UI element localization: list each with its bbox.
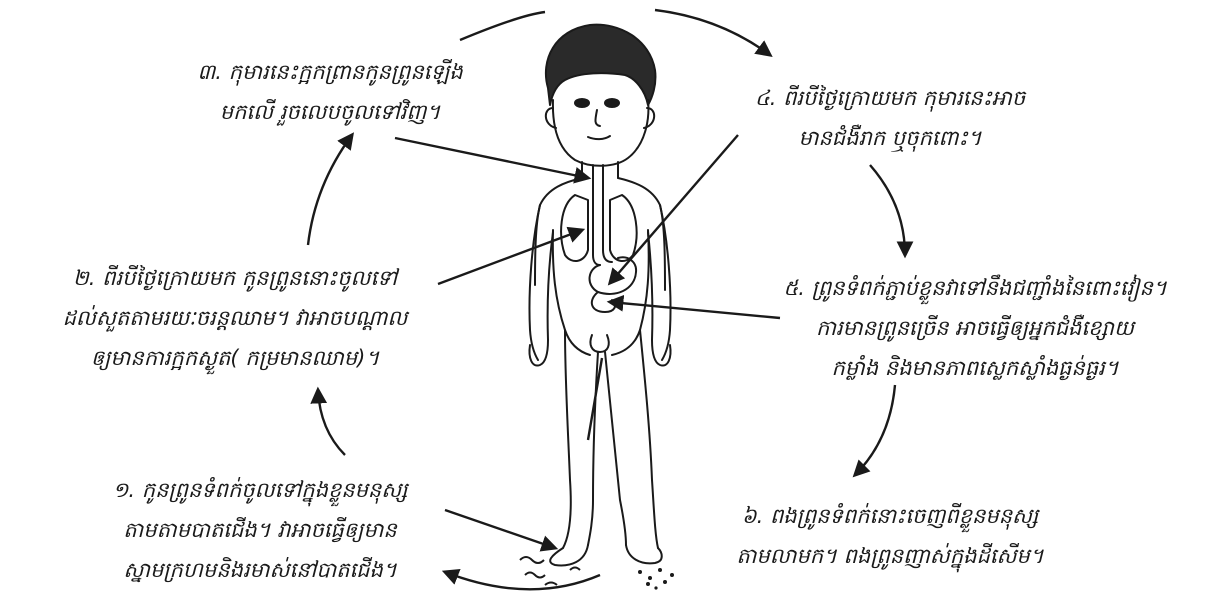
step-5-line-3: កម្លាំង និងមានភាពស្លេកស្លាំងធ្ងន់ធ្ងរ។ xyxy=(735,348,1215,388)
head xyxy=(553,100,648,166)
step-4-line-1: ៤. ពីរបីថ្ងៃក្រោយមក កុមារនេះអាច xyxy=(700,78,1080,118)
step-4-line-2: មានជំងឺរាក ឬចុកពោះ។ xyxy=(700,118,1080,158)
step-2-line-3: ឲ្យមានការក្អកស្ងួត( កម្រមានឈាម)។ xyxy=(0,338,470,378)
pointer-step3-throat xyxy=(395,138,588,178)
lungs xyxy=(561,195,588,261)
hair xyxy=(546,25,656,105)
step-4-label: ៤. ពីរបីថ្ងៃក្រោយមក កុមារនេះអាច មានជំងឺរ… xyxy=(700,78,1080,158)
step-6-line-1: ៦. ពងព្រូនទំពក់នោះចេញពីខ្លួនមនុស្ស xyxy=(690,496,1090,536)
stomach xyxy=(590,257,637,294)
cycle-arrow-left-lower xyxy=(318,390,345,455)
eggs-in-soil xyxy=(638,568,674,590)
step-2-label: ២. ពីរបីថ្ងៃក្រោយមក កូនព្រូននោះចូលទៅ ដល់… xyxy=(0,258,470,378)
esophagus xyxy=(593,165,600,265)
cycle-arrow-left-upper xyxy=(308,135,352,245)
step-5-line-1: ៥. ព្រូនទំពក់ភ្ជាប់ខ្លួនវាទៅនឹងជញ្ជាំងនៃ… xyxy=(735,268,1215,308)
cycle-arrow-top xyxy=(655,10,770,55)
child-figure-illustration xyxy=(529,25,670,566)
step-1-line-1: ១. កូនព្រូនទំពក់ចូលទៅក្នុងខ្លួនមនុស្ស xyxy=(40,470,480,510)
step-2-line-1: ២. ពីរបីថ្ងៃក្រោយមក កូនព្រូននោះចូលទៅ xyxy=(0,258,470,298)
step-1-label: ១. កូនព្រូនទំពក់ចូលទៅក្នុងខ្លួនមនុស្ស តា… xyxy=(40,470,480,590)
step-3-line-1: ៣. កុមារនេះក្អកព្រានកូនព្រូនឡើង xyxy=(140,52,520,92)
step-6-label: ៦. ពងព្រូនទំពក់នោះចេញពីខ្លួនមនុស្ស តាមលា… xyxy=(690,496,1090,576)
cycle-arrow-right-upper xyxy=(870,165,905,255)
cycle-arrow-top-left xyxy=(460,12,545,40)
step-1-line-3: ស្នាមក្រហមនិងរមាស់នៅបាតជើង។ xyxy=(40,550,480,590)
left-leg xyxy=(563,330,571,548)
step-2-line-2: ដល់សួតតាមរយៈចរន្តឈាម។ វាអាចបណ្តាល xyxy=(0,298,470,338)
step-1-line-2: តាមតាមបាតជើង។ វាអាចធ្វើឲ្យមាន xyxy=(40,510,480,550)
cycle-arrow-right-lower xyxy=(855,385,895,475)
step-5-label: ៥. ព្រូនទំពក់ភ្ជាប់ខ្លួនវាទៅនឹងជញ្ជាំងនៃ… xyxy=(735,268,1215,388)
step-5-line-2: ការមានព្រូនច្រើន អាចធ្វើឲ្យអ្នកជំងឺខ្សោយ xyxy=(735,308,1215,348)
step-6-line-2: តាមលាមក។ ពងព្រូនញាស់ក្នុងដីសើម។ xyxy=(690,536,1090,576)
step-3-label: ៣. កុមារនេះក្អកព្រានកូនព្រូនឡើង មកលើ រួច… xyxy=(140,52,520,132)
step-3-line-2: មកលើ រួចលេបចូលទៅវិញ។ xyxy=(140,92,520,132)
right-leg xyxy=(640,330,658,548)
